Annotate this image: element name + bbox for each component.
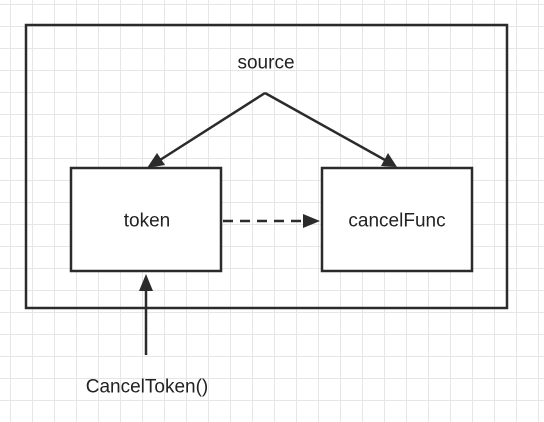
source-label: source [237,52,295,74]
cancel-func-label: cancelFunc [348,210,446,232]
edge-source-to-cancel-func [264,91,397,167]
edge-cancel-token-call-to-token [139,274,153,355]
cancel-func-box [320,166,474,273]
token-box [69,166,223,273]
cancel-token-call-label: CancelToken() [85,376,209,398]
edge-source-to-token [147,91,266,168]
token-label: token [123,210,171,232]
edge-token-to-cancel-func [223,214,320,228]
source-container-box [24,23,509,310]
